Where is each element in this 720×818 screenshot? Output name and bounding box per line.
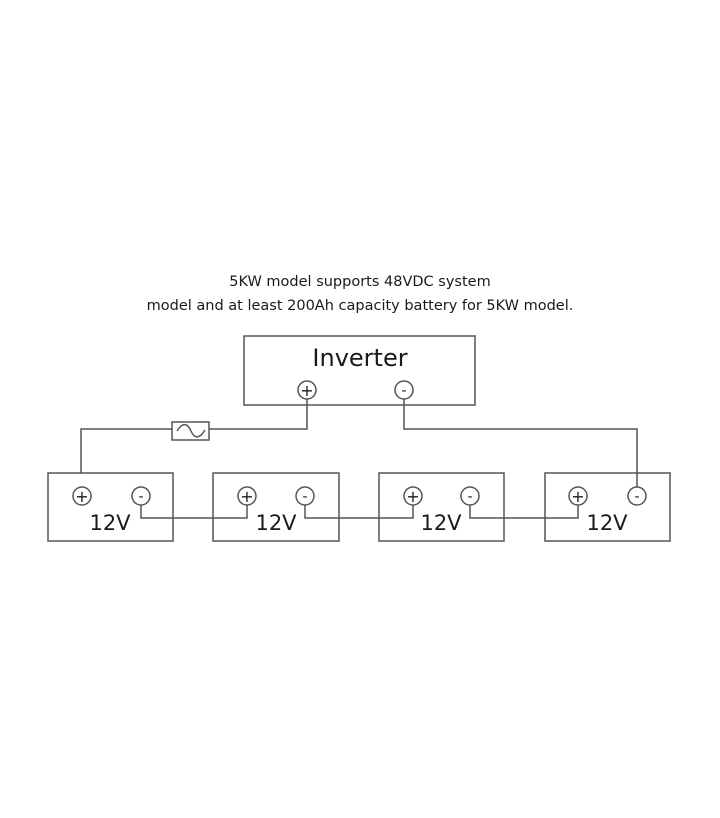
battery-voltage-label: 12V <box>586 511 628 535</box>
battery-negative-terminal: - <box>634 489 639 505</box>
inverter: Inverter + - <box>243 335 476 406</box>
positive-wire <box>209 399 308 430</box>
battery-positive-terminal: + <box>571 487 584 506</box>
inverter-label: Inverter <box>312 344 407 372</box>
series-link-3-4 <box>469 505 579 519</box>
battery-positive-terminal: + <box>240 487 253 506</box>
negative-wire <box>403 399 638 487</box>
battery-voltage-label: 12V <box>255 511 297 535</box>
battery-1: + - 12V <box>47 472 174 542</box>
svg-text:+: + <box>300 381 313 400</box>
battery-2: + - 12V <box>212 472 340 542</box>
battery-4: + - 12V <box>544 472 671 542</box>
inverter-positive-terminal: + <box>297 380 317 400</box>
battery-voltage-label: 12V <box>420 511 462 535</box>
fuse-icon <box>176 423 206 438</box>
fuse-box <box>171 421 210 441</box>
positive-wire-to-battery <box>80 428 172 473</box>
caption-line-2: model and at least 200Ah capacity batter… <box>146 298 574 314</box>
series-link-1-2 <box>140 505 248 519</box>
battery-3: + - 12V <box>378 472 505 542</box>
caption-line-1: 5KW model supports 48VDC system <box>229 274 491 290</box>
battery-negative-terminal: - <box>302 489 307 505</box>
svg-text:-: - <box>401 383 406 399</box>
battery-negative-terminal: - <box>467 489 472 505</box>
inverter-box <box>243 335 476 406</box>
inverter-negative-terminal: - <box>394 380 414 400</box>
battery-positive-terminal: + <box>75 487 88 506</box>
battery-voltage-label: 12V <box>89 511 131 535</box>
series-link-2-3 <box>304 505 414 519</box>
battery-negative-terminal: - <box>138 489 143 505</box>
battery-positive-terminal: + <box>406 487 419 506</box>
fuse <box>171 421 210 441</box>
